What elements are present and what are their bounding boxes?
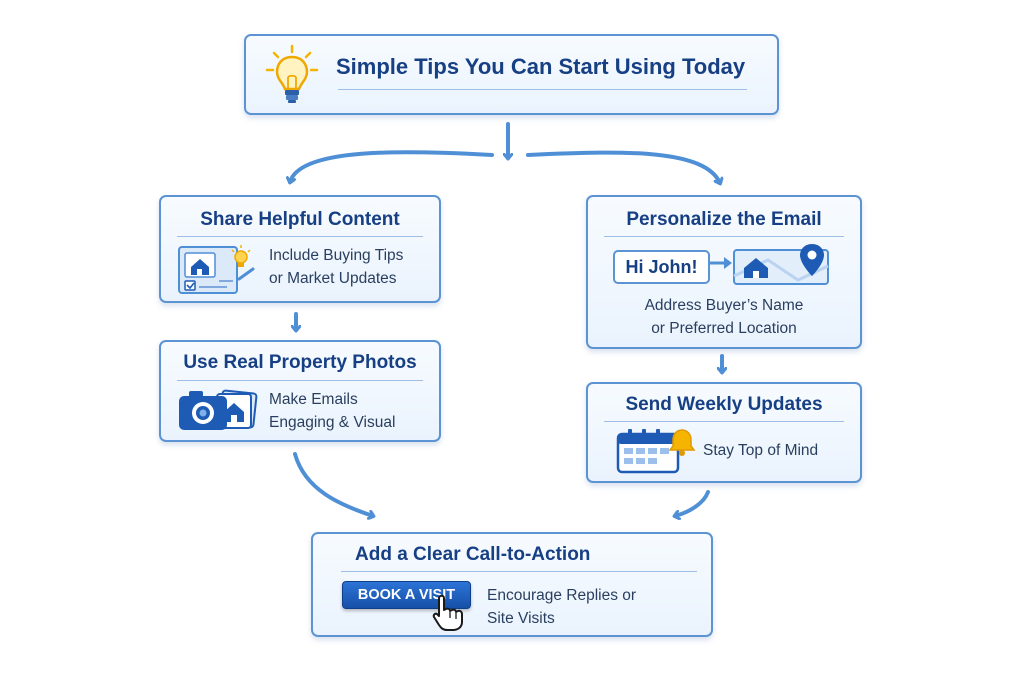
step-title: Personalize the Email bbox=[626, 209, 822, 230]
step-call-to-action: Add a Clear Call-to-Action Encourage Rep… bbox=[311, 532, 713, 637]
title-underline bbox=[177, 380, 423, 381]
step-desc-line2: Engaging & Visual bbox=[269, 414, 396, 431]
greeting-bubble: Hi John! bbox=[613, 250, 710, 284]
step-desc-line2: Site Visits bbox=[487, 610, 555, 627]
arrow-to-share bbox=[290, 150, 494, 182]
step-desc-line2: or Market Updates bbox=[269, 270, 397, 287]
step-title: Use Real Property Photos bbox=[183, 352, 417, 373]
step-title: Send Weekly Updates bbox=[625, 394, 823, 415]
title-underline bbox=[341, 571, 697, 572]
step-desc-line2: or Preferred Location bbox=[651, 320, 797, 337]
step-desc-line1: Encourage Replies or bbox=[487, 587, 637, 604]
lightbulb-icon bbox=[265, 44, 319, 103]
map-pin-icon bbox=[710, 244, 829, 285]
step-desc: Stay Top of Mind bbox=[703, 442, 819, 459]
document-house-icon bbox=[178, 245, 255, 294]
header-card: Simple Tips You Can Start Using Today bbox=[244, 34, 779, 115]
book-visit-button[interactable]: BOOK A VISIT bbox=[342, 581, 471, 609]
title-underline bbox=[177, 236, 423, 237]
arrow-weekly-to-cta bbox=[675, 490, 710, 516]
arrow-to-personalize bbox=[526, 150, 720, 183]
title-underline bbox=[338, 89, 747, 90]
step-share-content: Share Helpful Content Include Buying Tip… bbox=[159, 195, 441, 303]
step-property-photos: Use Real Property Photos Make Emails Eng… bbox=[159, 340, 441, 442]
step-desc-line1: Include Buying Tips bbox=[269, 247, 404, 264]
step-title: Share Helpful Content bbox=[200, 209, 400, 230]
calendar-bell-icon bbox=[616, 429, 696, 474]
page-title: Simple Tips You Can Start Using Today bbox=[336, 54, 746, 79]
arrow-photos-to-cta bbox=[293, 452, 373, 516]
pointer-hand-icon bbox=[432, 594, 463, 631]
title-underline bbox=[604, 421, 844, 422]
step-desc-line1: Address Buyer’s Name bbox=[644, 297, 804, 314]
step-title: Add a Clear Call-to-Action bbox=[355, 544, 591, 565]
step-desc-line1: Make Emails bbox=[269, 391, 358, 408]
title-underline bbox=[604, 236, 844, 237]
camera-photo-icon bbox=[179, 389, 258, 430]
step-weekly-updates: Send Weekly Updates Stay Top of Mind bbox=[586, 382, 862, 483]
